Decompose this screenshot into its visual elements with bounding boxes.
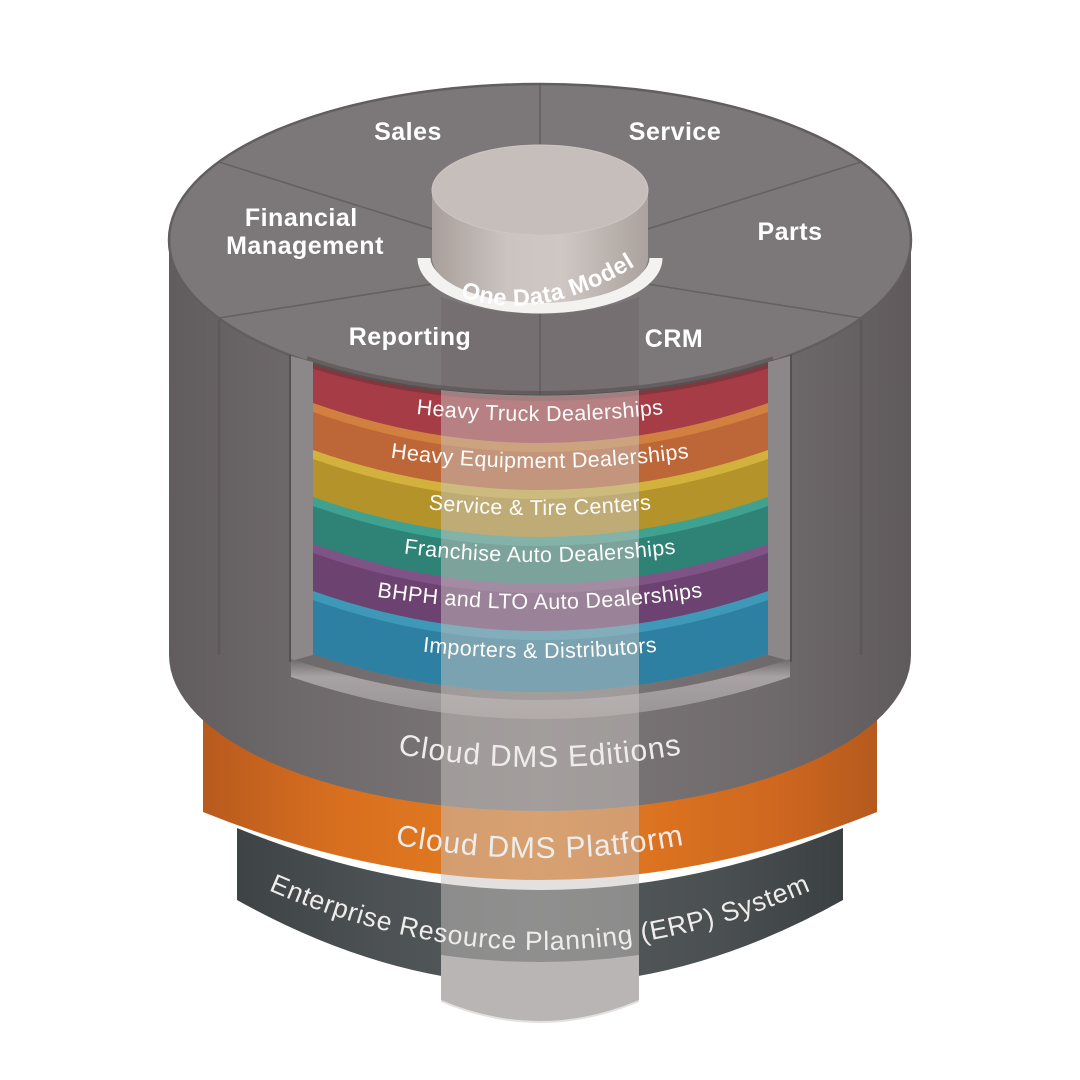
core-cylinder-top bbox=[431, 144, 649, 236]
divider-upper-left bbox=[218, 161, 446, 234]
core-column-tip bbox=[441, 955, 639, 1021]
opening-frame-right bbox=[768, 356, 790, 661]
opening-frame-ledge bbox=[291, 659, 790, 719]
disc-slice-dividers bbox=[218, 84, 862, 396]
divider-upper-right bbox=[634, 161, 862, 234]
divider-lower-left bbox=[218, 281, 446, 319]
disc-label-financial-line2: Management bbox=[226, 232, 384, 260]
disc-label-financial-management: Financial Management bbox=[226, 204, 384, 260]
disc-label-sales: Sales bbox=[374, 118, 442, 146]
disc-label-crm: CRM bbox=[645, 325, 703, 353]
core-column-disc-tint bbox=[441, 297, 639, 396]
core-cylinder-ring bbox=[417, 257, 663, 314]
divider-lower-right bbox=[634, 281, 862, 319]
disc-label-parts: Parts bbox=[757, 218, 822, 246]
disc-label-reporting: Reporting bbox=[349, 323, 472, 351]
disc-label-financial-line1: Financial bbox=[245, 204, 358, 232]
core-column-overlay bbox=[441, 390, 639, 1023]
disc-label-service: Service bbox=[629, 118, 721, 146]
opening-frame-left bbox=[291, 356, 313, 661]
